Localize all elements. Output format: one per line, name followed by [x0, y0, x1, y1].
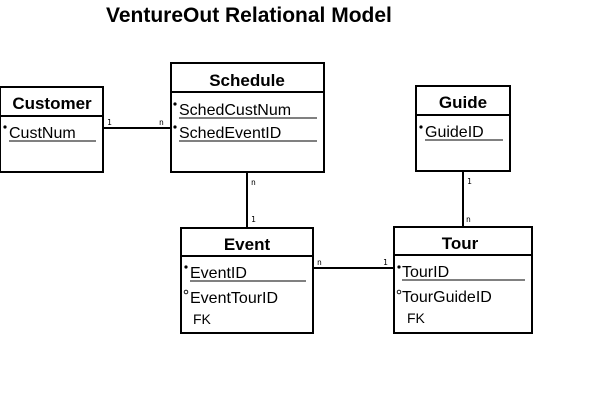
entity-guide[interactable]: Guide GuideID [415, 85, 511, 172]
field-schedcustnum: SchedCustNum [179, 102, 291, 119]
entity-event[interactable]: Event EventID EventTourID FK [180, 227, 314, 334]
entity-box [415, 85, 511, 172]
entity-name: Schedule [209, 71, 285, 90]
foreign-key-marker [396, 289, 402, 295]
foreign-key-marker [183, 289, 189, 295]
cardinality-event-tour-one: 1 [383, 258, 388, 267]
primary-key-marker [3, 125, 7, 129]
entity-name: Event [224, 235, 271, 254]
primary-key-marker [184, 265, 188, 269]
cardinality-event-tour-many: n [317, 258, 322, 267]
cardinality-labels: 1 n n 1 1 n n 1 [107, 118, 472, 267]
primary-key-marker [419, 125, 423, 129]
cardinality-customer-schedule-one: 1 [107, 118, 112, 127]
entity-name: Guide [439, 93, 487, 112]
entity-box [0, 86, 104, 173]
primary-key-marker [173, 102, 177, 106]
field-schedeventid: SchedEventID [179, 125, 281, 142]
cardinality-schedule-event-one: 1 [251, 215, 256, 224]
entity-name: Tour [442, 234, 479, 253]
cardinality-guide-tour-many: n [466, 215, 471, 224]
page-title: VentureOut Relational Model [106, 4, 392, 27]
primary-key-marker [397, 265, 401, 269]
field-tourguideid: TourGuideID [402, 289, 492, 306]
entity-name: Customer [12, 94, 92, 113]
entity-customer[interactable]: Customer CustNum [0, 86, 104, 173]
cardinality-customer-schedule-many: n [159, 118, 164, 127]
field-eventtourid: EventTourID [190, 290, 278, 307]
field-guideid: GuideID [425, 124, 484, 141]
field-custnum: CustNum [9, 125, 76, 142]
fk-label: FK [193, 311, 212, 327]
fk-label: FK [407, 310, 426, 326]
cardinality-guide-tour-one: 1 [467, 177, 472, 186]
cardinality-schedule-event-many: n [251, 178, 256, 187]
field-tourid: TourID [402, 264, 449, 281]
relationship-lines [103, 127, 464, 269]
entity-tour[interactable]: Tour TourID TourGuideID FK [393, 226, 533, 334]
field-eventid: EventID [190, 265, 247, 282]
entity-schedule[interactable]: Schedule SchedCustNum SchedEventID [170, 62, 325, 173]
primary-key-marker [173, 125, 177, 129]
